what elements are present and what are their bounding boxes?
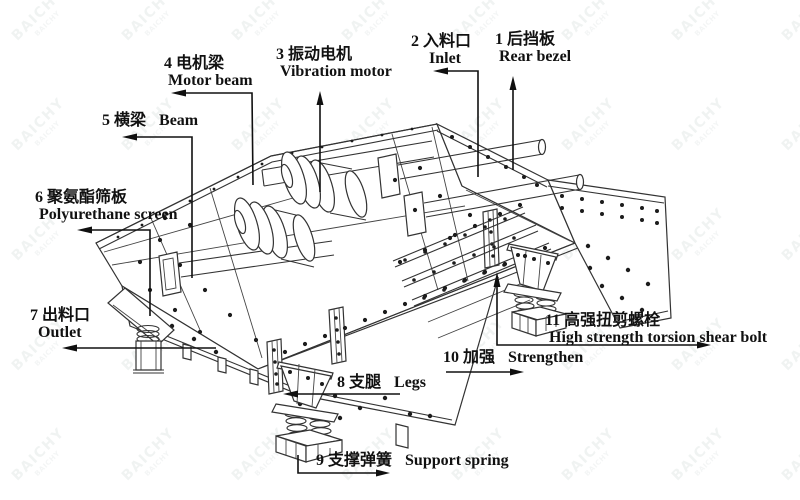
label-support-spring-en: Support spring — [405, 452, 509, 469]
right-support-spring-leg — [503, 243, 567, 337]
near-side-wall — [121, 277, 499, 449]
label-rear-bezel-cn: 1 后挡板 — [495, 31, 556, 48]
label-strengthen-cn: 10 加强 — [443, 349, 496, 366]
leader-strengthen — [446, 368, 524, 376]
feed-end-side-wall — [547, 179, 672, 329]
label-support-spring: 9 支撑弹簧 Support spring — [316, 452, 509, 469]
label-outlet: 7 出料口 Outlet — [30, 307, 90, 342]
leader-motor-beam — [171, 89, 254, 186]
label-beam-cn: 5 横梁 — [102, 112, 147, 129]
leader-support-spring — [297, 455, 390, 477]
label-legs-cn: 8 支腿 — [337, 374, 382, 391]
label-support-spring-cn: 9 支撑弹簧 — [316, 452, 393, 469]
deck-bolt-dots — [137, 165, 548, 355]
label-polyurethane-screen: 6 聚氨酯筛板 Polyurethane screen — [35, 189, 178, 224]
leader-beam — [122, 133, 193, 278]
label-motor-beam: 4 电机梁 Motor beam — [164, 55, 253, 90]
cross-beams — [158, 138, 585, 297]
label-outlet-cn: 7 出料口 — [30, 307, 91, 324]
leader-polyurethane-screen — [77, 226, 151, 316]
leader-rear-bezel — [509, 76, 517, 170]
label-outlet-en: Outlet — [38, 324, 82, 342]
leader-legs — [283, 390, 400, 398]
label-rear-bezel: 1 后挡板 Rear bezel — [495, 31, 571, 66]
label-inlet: 2 入料口 Inlet — [411, 33, 471, 68]
label-polyurethane-screen-en: Polyurethane screen — [39, 206, 178, 224]
label-legs-en: Legs — [394, 374, 427, 391]
vibration-motor-rear — [280, 151, 368, 221]
label-motor-beam-en: Motor beam — [168, 72, 253, 90]
label-rear-bezel-en: Rear bezel — [499, 48, 572, 66]
label-beam-en: Beam — [159, 112, 199, 129]
label-inlet-cn: 2 入料口 — [411, 33, 472, 50]
label-high-strength-bolt-cn: 11 高强扭剪螺栓 — [545, 312, 661, 329]
label-polyurethane-screen-cn: 6 聚氨酯筛板 — [35, 189, 128, 206]
leader-high-strength-bolt — [493, 272, 711, 349]
leader-vibration-motor — [316, 91, 324, 192]
label-motor-beam-cn: 4 电机梁 — [164, 55, 225, 72]
stiffener-channels — [266, 208, 500, 395]
label-strengthen-en: Strengthen — [508, 349, 584, 366]
label-high-strength-bolt: 11 高强扭剪螺栓 High strength torsion shear bo… — [545, 312, 767, 347]
far-side-rail — [95, 123, 439, 250]
label-inlet-en: Inlet — [429, 50, 461, 68]
label-beam: 5 横梁 Beam — [102, 112, 198, 129]
label-high-strength-bolt-en: High strength torsion shear bolt — [549, 329, 768, 347]
center-support-spring-leg — [271, 361, 343, 463]
label-vibration-motor: 3 振动电机 Vibration motor — [276, 46, 392, 81]
label-legs: 8 支腿 Legs — [337, 374, 426, 391]
vibration-motor-front — [233, 197, 316, 268]
label-vibration-motor-cn: 3 振动电机 — [276, 46, 353, 63]
leader-inlet — [433, 67, 479, 177]
label-strengthen: 10 加强 Strengthen — [443, 349, 583, 366]
label-vibration-motor-en: Vibration motor — [280, 63, 392, 81]
leader-outlet — [62, 344, 216, 352]
